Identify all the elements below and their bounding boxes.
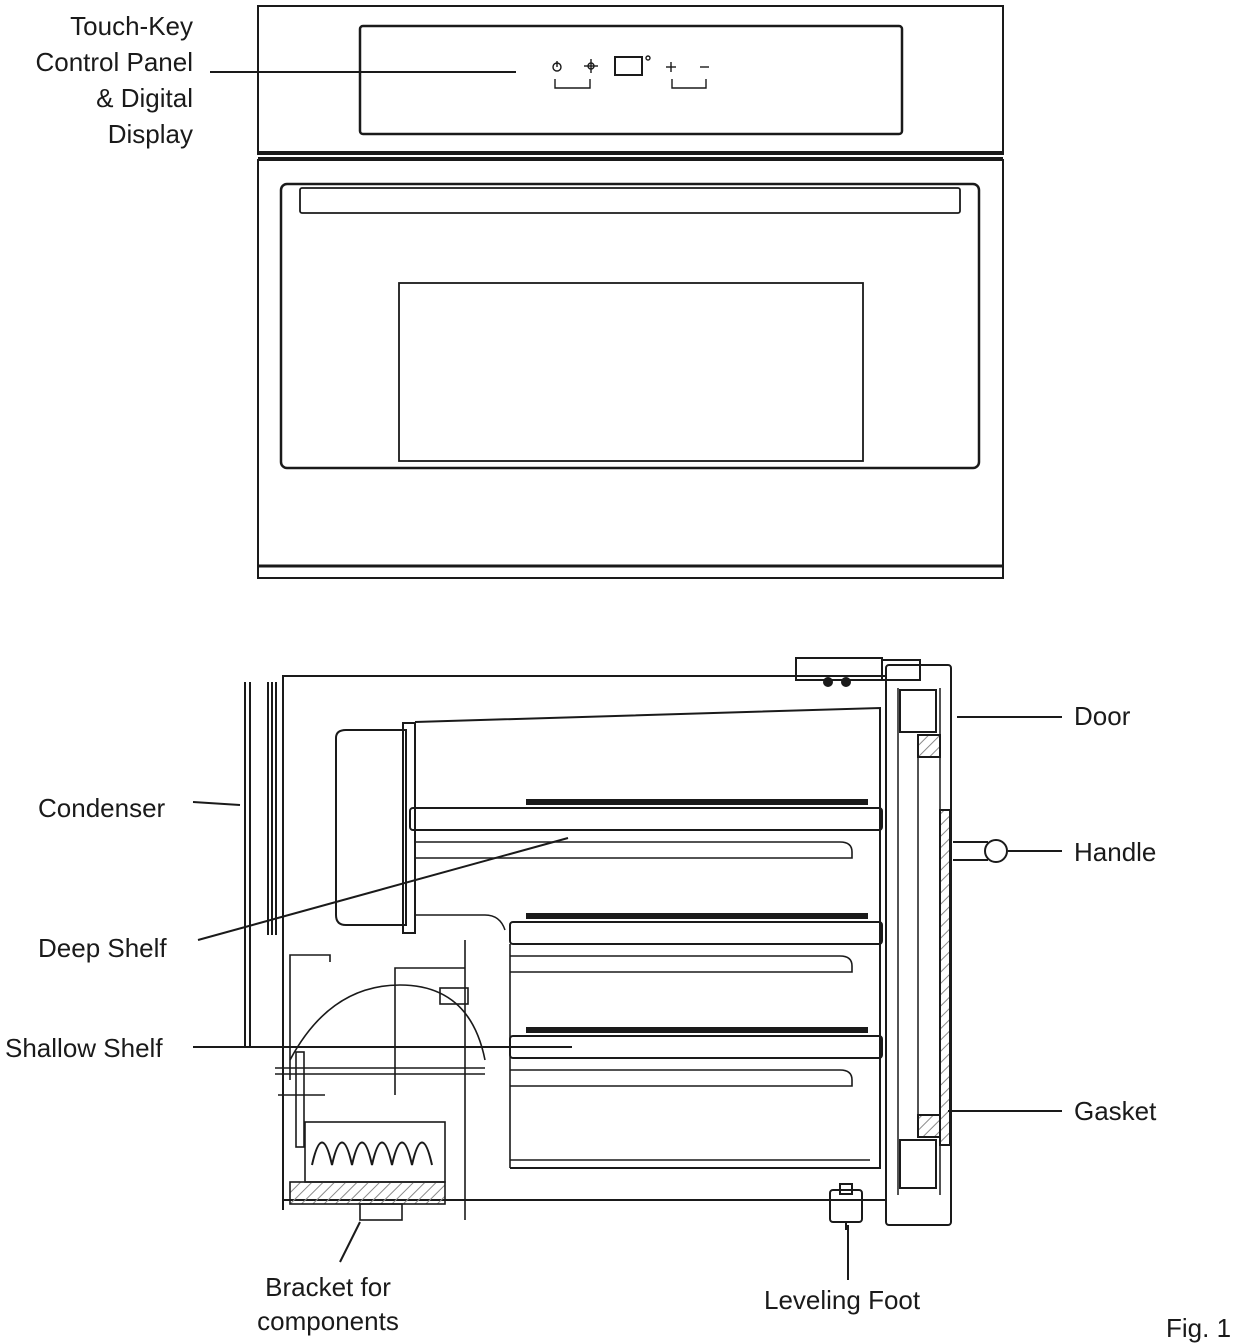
label-line: components: [257, 1306, 399, 1336]
fan-housing: [335, 729, 407, 926]
figure-label: Fig. 1: [1166, 1313, 1232, 1343]
label-condenser: Condenser: [38, 793, 166, 823]
light-icon: [584, 59, 598, 73]
leader-lines: [192, 71, 1062, 1280]
control-panel-housing: [257, 5, 1004, 155]
deep-shelf: [409, 799, 883, 859]
components-area: [275, 940, 486, 1221]
door-window-frame: [279, 182, 981, 470]
label-line: Control Panel: [35, 47, 193, 77]
digital-display: [614, 56, 643, 76]
touch-keys: [552, 55, 709, 89]
middle-shelf: [509, 913, 883, 973]
leader-condenser: [192, 801, 241, 806]
label-leveling-foot: Leveling Foot: [764, 1285, 921, 1315]
condenser: [244, 682, 277, 1046]
indicator-dot: [645, 55, 651, 61]
label-line: Touch-Key: [70, 11, 193, 41]
label-line: Display: [107, 119, 193, 149]
door-top-trim: [299, 187, 961, 214]
door-window: [398, 282, 864, 462]
label-bracket: Bracket for components: [228, 1270, 428, 1338]
bracket-hatch: [289, 1181, 446, 1205]
label-line: Bracket for: [265, 1272, 391, 1302]
oven-side-view: [244, 657, 1008, 1230]
shallow-shelf: [509, 1027, 883, 1087]
oven-front-view: [257, 5, 1004, 579]
label-shallow-shelf: Shallow Shelf: [5, 1033, 163, 1063]
control-panel-glass: [358, 24, 904, 136]
handle: [953, 839, 1008, 863]
plus-icon: [666, 62, 676, 72]
leader-bracket: [339, 1221, 361, 1263]
gasket: [939, 809, 951, 1146]
door-assembly: [885, 664, 952, 1226]
leveling-foot: [829, 1183, 863, 1230]
label-door: Door: [1074, 701, 1131, 731]
label-control-panel: Touch-Key Control Panel & Digital Displa…: [35, 8, 193, 152]
label-handle: Handle: [1074, 837, 1157, 867]
label-deep-shelf: Deep Shelf: [38, 933, 167, 963]
oven-cavity: [414, 706, 881, 1169]
oven-door-front: [257, 159, 1004, 579]
label-line: & Digital: [96, 83, 193, 113]
leader-deep-shelf: [197, 837, 569, 941]
label-gasket: Gasket: [1074, 1096, 1157, 1126]
